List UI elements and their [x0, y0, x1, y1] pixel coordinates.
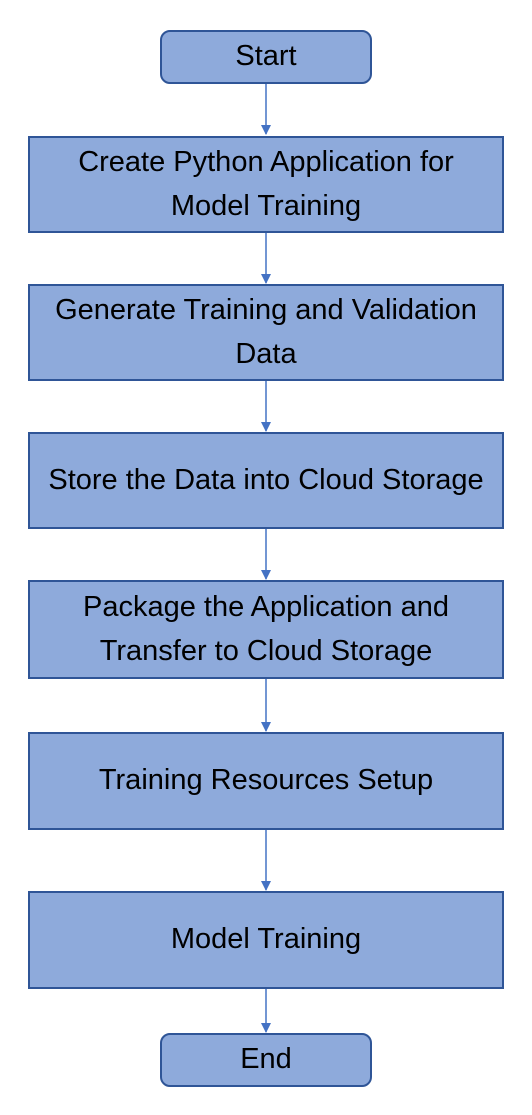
step-model-training: Model Training	[28, 891, 504, 989]
start-terminal: Start	[160, 30, 372, 84]
step-generate-training-data: Generate Training and Validation Data	[28, 284, 504, 381]
end-label: End	[240, 1043, 292, 1076]
start-label: Start	[235, 40, 297, 73]
step-label: Package the Application and Transfer to …	[83, 591, 449, 667]
step-create-python-application: Create Python Application for Model Trai…	[28, 136, 504, 233]
step-label: Create Python Application for Model Trai…	[78, 146, 454, 222]
step-label: Training Resources Setup	[98, 764, 434, 797]
step-label: Model Training	[170, 923, 362, 956]
step-package-application: Package the Application and Transfer to …	[28, 580, 504, 679]
step-store-data-cloud: Store the Data into Cloud Storage	[28, 432, 504, 529]
end-terminal: End	[160, 1033, 372, 1087]
step-label: Store the Data into Cloud Storage	[48, 463, 484, 496]
step-training-resources-setup: Training Resources Setup	[28, 732, 504, 830]
step-label: Generate Training and Validation Data	[55, 294, 477, 370]
